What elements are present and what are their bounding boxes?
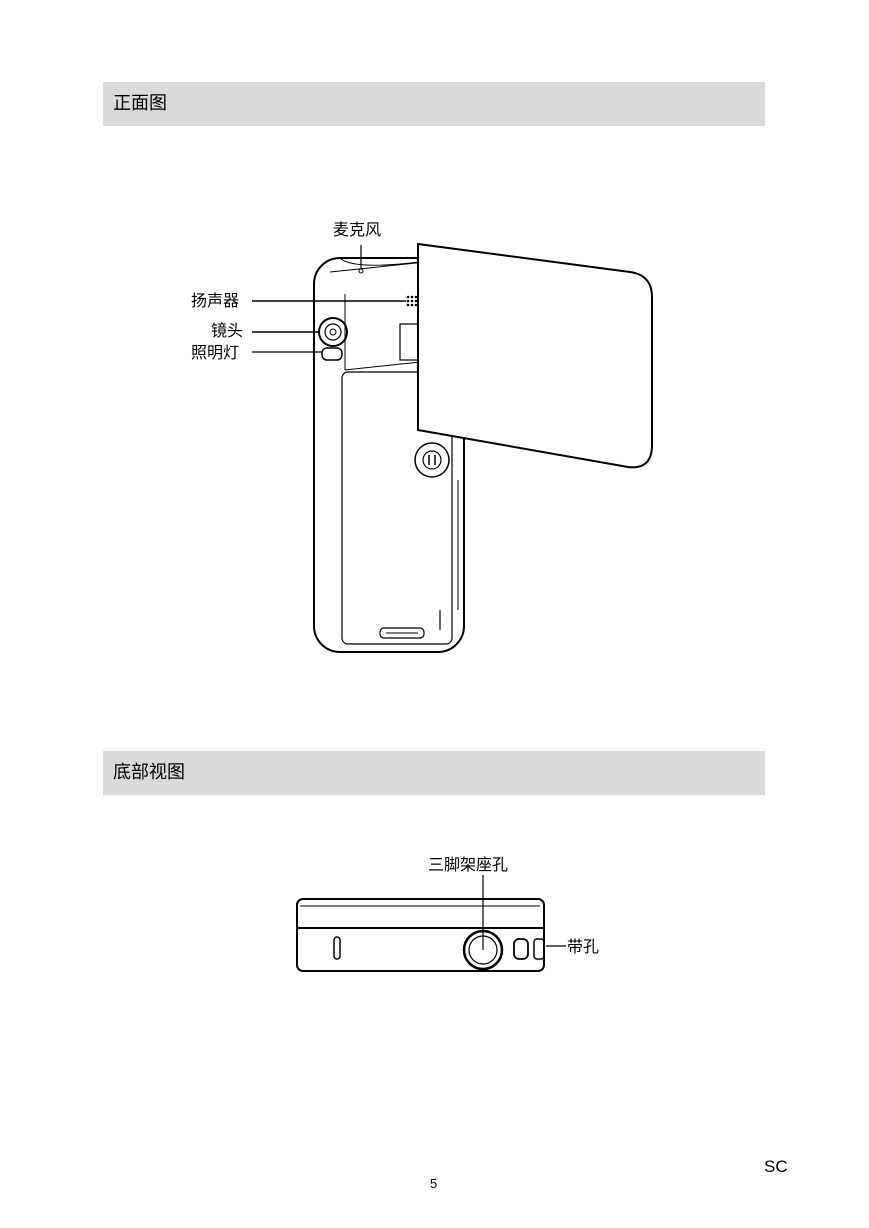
speaker-grille [406,295,418,307]
label-strap-hole: 带孔 [567,937,600,956]
strap-hook [533,938,545,960]
page-number: 5 [430,1176,438,1191]
flip-screen [417,242,653,469]
microphone-hole [358,268,364,274]
light-window [321,347,343,361]
bottom-slot [333,936,341,960]
record-button [414,442,450,478]
strap-slot [513,938,529,960]
label-light: 照明灯 [191,343,240,362]
camera-body-outline [313,257,465,653]
bottom-outline [296,898,545,972]
language-code: SC [764,1157,788,1176]
camera-back-panel [341,371,453,645]
section-title-front: 正面图 [113,93,167,114]
section-title-bottom: 底部视图 [113,762,185,783]
label-lens: 镜头 [211,321,244,340]
section-header-front: 正面图 [103,82,765,126]
label-microphone: 麦克风 [333,220,382,239]
camera-bottom-illustration [296,875,566,972]
lens-ring [318,317,348,347]
label-tripod-socket: 三脚架座孔 [428,855,509,874]
section-header-bottom: 底部视图 [103,751,765,795]
label-speaker: 扬声器 [191,291,240,310]
